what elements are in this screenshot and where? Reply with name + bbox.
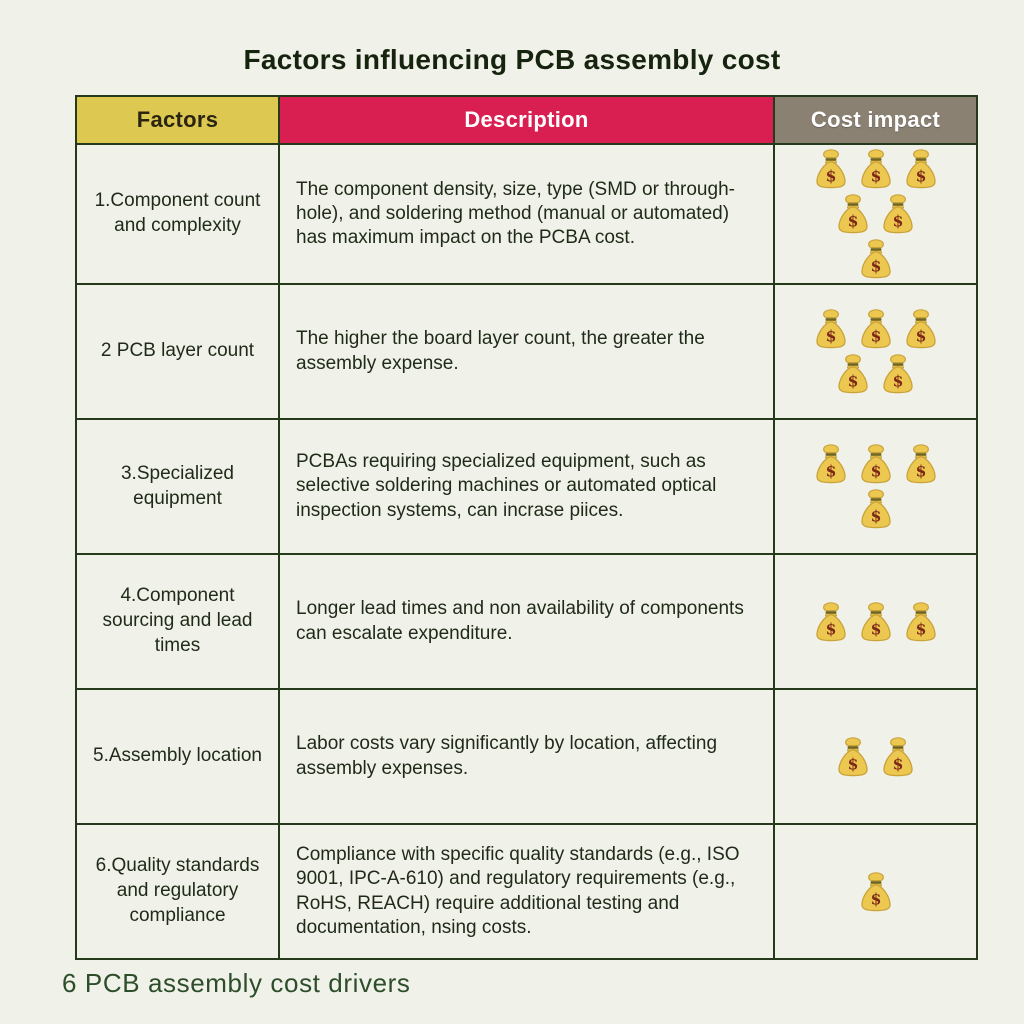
money-bag-icon: $ [902, 308, 940, 350]
money-bag-row: $ $ $ [812, 601, 940, 643]
money-bag-row: $ $ $ [812, 443, 940, 485]
footer-caption: 6 PCB assembly cost drivers [62, 968, 411, 998]
svg-text:$: $ [825, 167, 836, 186]
svg-text:$: $ [848, 754, 859, 773]
svg-text:$: $ [870, 889, 881, 908]
svg-text:$: $ [893, 212, 904, 231]
cost-impact-cell: $ $ $ [775, 555, 976, 688]
money-bag-row: $ [857, 488, 895, 530]
factor-cell: 5.Assembly location [77, 690, 280, 823]
cost-impact-cell: $$$$$ [775, 285, 976, 418]
svg-text:$: $ [870, 619, 881, 638]
table-row: 3.Specialized equipment PCBAs requiring … [77, 418, 976, 553]
cost-impact-cell: $$ [775, 690, 976, 823]
description-text: Longer lead times and non availability o… [296, 598, 744, 644]
svg-text:$: $ [893, 754, 904, 773]
money-bag-row: $ $ $ [812, 148, 940, 190]
money-bag-icon: $ [857, 601, 895, 643]
money-bag-row: $ [857, 871, 895, 913]
description-cell: The component density, size, type (SMD o… [280, 145, 775, 283]
money-bag-icon: $ [857, 148, 895, 190]
svg-text:$: $ [848, 212, 859, 231]
money-bag-icon: $ [902, 601, 940, 643]
description-cell: Compliance with specific quality standar… [280, 825, 775, 958]
money-bag-row: $ $ $ [812, 308, 940, 350]
svg-text:$: $ [870, 462, 881, 481]
description-text: PCBAs requiring specialized equipment, s… [296, 451, 717, 521]
table-row: 6.Quality standards and regulatory compl… [77, 823, 976, 958]
factor-cell: 3.Specialized equipment [77, 420, 280, 553]
table-row: 5.Assembly location Labor costs vary sig… [77, 688, 976, 823]
table-row: 4.Component sourcing and lead times Long… [77, 553, 976, 688]
cost-impact-cell: $$$$$$ [775, 145, 976, 283]
svg-text:$: $ [825, 462, 836, 481]
money-bag-icon: $ [857, 443, 895, 485]
money-bag-row: $ [857, 238, 895, 280]
svg-text:$: $ [915, 462, 926, 481]
money-bag-icon: $ [812, 443, 850, 485]
svg-text:$: $ [848, 372, 859, 391]
svg-text:$: $ [915, 619, 926, 638]
table-header-row: Factors Description Cost impact [77, 97, 976, 143]
svg-text:$: $ [870, 507, 881, 526]
money-bag-icon: $ [812, 601, 850, 643]
money-bag-icon: $ [879, 736, 917, 778]
description-text: The higher the board layer count, the gr… [296, 328, 705, 374]
money-bag-icon: $ [857, 488, 895, 530]
factor-cell: 6.Quality standards and regulatory compl… [77, 825, 280, 958]
svg-text:$: $ [915, 327, 926, 346]
cost-impact-cell: $ $ $ $ [775, 420, 976, 553]
cost-impact-cell: $ [775, 825, 976, 958]
money-bag-icon: $ [834, 736, 872, 778]
svg-text:$: $ [893, 372, 904, 391]
table-row: 1.Component count and complexity The com… [77, 143, 976, 283]
factor-cell: 2 PCB layer count [77, 285, 280, 418]
factor-cell: 4.Component sourcing and lead times [77, 555, 280, 688]
description-text: Compliance with specific quality standar… [296, 843, 740, 938]
factor-cell: 1.Component count and complexity [77, 145, 280, 283]
money-bag-icon: $ [834, 353, 872, 395]
svg-text:$: $ [915, 167, 926, 186]
money-bag-icon: $ [812, 308, 850, 350]
column-header-factors: Factors [77, 97, 280, 143]
column-header-cost-impact: Cost impact [775, 97, 976, 143]
svg-text:$: $ [870, 327, 881, 346]
cost-factors-table: Factors Description Cost impact 1.Compon… [75, 95, 978, 960]
money-bag-row: $$ [834, 353, 917, 395]
description-text: The component density, size, type (SMD o… [296, 178, 735, 249]
money-bag-row: $$ [834, 736, 917, 778]
money-bag-icon: $ [902, 148, 940, 190]
money-bag-icon: $ [857, 308, 895, 350]
svg-text:$: $ [870, 257, 881, 276]
column-header-description: Description [280, 97, 775, 143]
money-bag-icon: $ [857, 238, 895, 280]
description-cell: Labor costs vary significantly by locati… [280, 690, 775, 823]
page-title: Factors influencing PCB assembly cost [243, 44, 781, 75]
money-bag-icon: $ [879, 193, 917, 235]
description-cell: The higher the board layer count, the gr… [280, 285, 775, 418]
table-row: 2 PCB layer count The higher the board l… [77, 283, 976, 418]
svg-text:$: $ [825, 327, 836, 346]
svg-text:$: $ [870, 167, 881, 186]
money-bag-icon: $ [902, 443, 940, 485]
description-cell: Longer lead times and non availability o… [280, 555, 775, 688]
money-bag-icon: $ [834, 193, 872, 235]
money-bag-row: $$ [834, 193, 917, 235]
money-bag-icon: $ [857, 871, 895, 913]
description-text: Labor costs vary significantly by locati… [296, 733, 718, 779]
description-cell: PCBAs requiring specialized equipment, s… [280, 420, 775, 553]
money-bag-icon: $ [879, 353, 917, 395]
svg-text:$: $ [825, 619, 836, 638]
money-bag-icon: $ [812, 148, 850, 190]
